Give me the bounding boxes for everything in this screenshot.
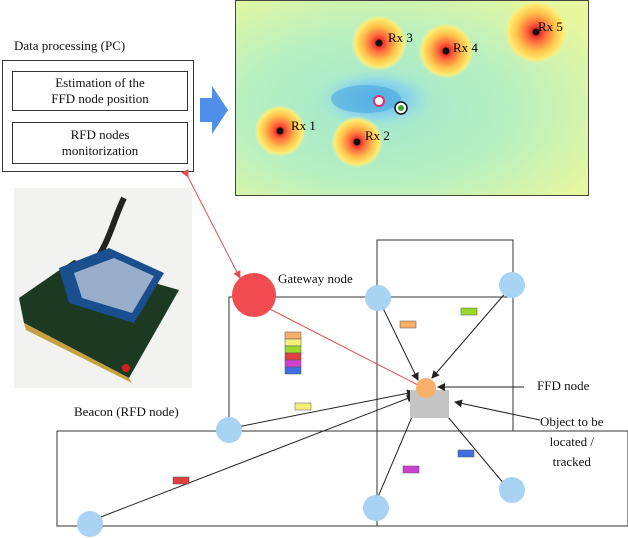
rfd-monitorization-line-2: monitorization — [61, 143, 139, 158]
gateway-node — [232, 273, 276, 317]
rfd-stack-1 — [284, 331, 302, 340]
rfd-monitorization-step: RFD nodes monitorization — [12, 122, 188, 164]
gateway-label: Gateway node — [278, 271, 353, 286]
pcb-led — [122, 364, 130, 372]
object-label-arrow — [454, 399, 541, 421]
object-label-line-3: tracked — [552, 454, 591, 469]
pc-processing-box: Estimation of the FFD node position RFD … — [2, 60, 194, 172]
room-outline-lower — [56, 430, 628, 527]
rx2-dot — [353, 138, 361, 146]
ffd-gateway-link — [251, 297, 419, 386]
localization-heatmap: Rx 1 Rx 2 Rx 3 Rx 4 Rx 5 — [235, 0, 589, 196]
rfd-stack-5 — [284, 359, 302, 368]
rfd-tag-green — [460, 307, 478, 316]
rfd-tag-blue — [457, 449, 475, 458]
beacon-arrow-2 — [431, 289, 509, 379]
beacon-node-6 — [499, 477, 525, 503]
rx4-label: Rx 4 — [453, 40, 478, 55]
beacon-node-4 — [77, 511, 103, 537]
position-estimation-line-1: Estimation of the — [55, 75, 145, 90]
rfd-tag-magenta — [402, 465, 420, 474]
position-estimation-line-2: FFD node position — [51, 91, 149, 106]
right-arrow-icon — [200, 86, 228, 134]
rx4-dot — [442, 47, 450, 55]
beacon-arrow-3 — [231, 389, 415, 429]
rx2-label: Rx 2 — [365, 128, 390, 143]
rx1-label: Rx 1 — [291, 118, 316, 133]
beacon-node-3 — [216, 417, 242, 443]
position-estimation-step: Estimation of the FFD node position — [12, 71, 188, 111]
object-label-line-1: Object to be — [540, 414, 604, 429]
beacon-node-1 — [365, 285, 391, 311]
rfd-stack-2 — [284, 338, 302, 347]
beacon-node-2 — [499, 272, 525, 298]
beacon-arrow-4 — [92, 394, 415, 521]
object-label: Object to be located / tracked — [540, 412, 604, 472]
rfd-stack-6 — [284, 366, 302, 375]
real-position-dot — [398, 105, 404, 111]
object-label-line-2: located / — [549, 434, 594, 449]
ffd-node — [416, 378, 436, 398]
ffd-label: FFD node — [537, 378, 590, 393]
rfd-monitorization-line-1: RFD nodes — [70, 127, 130, 142]
heatmap-svg: Rx 1 Rx 2 Rx 3 Rx 4 Rx 5 — [236, 1, 588, 195]
node-hardware-photo — [14, 188, 192, 388]
hardware-svg — [19, 196, 179, 383]
pc-gateway-link — [181, 168, 241, 279]
rx5-dot — [532, 28, 540, 36]
rfd-stack-3 — [284, 345, 302, 354]
rx3-label: Rx 3 — [388, 30, 413, 45]
room-outline-upper — [228, 296, 514, 432]
beacon-node-5 — [363, 495, 389, 521]
rfd-tag-red — [172, 476, 190, 485]
rx3-dot — [375, 39, 383, 47]
min-error-region — [331, 85, 401, 113]
rfd-tag-yellow — [294, 402, 312, 411]
beacon-arrow-1 — [379, 301, 419, 381]
rx1-dot — [276, 127, 284, 135]
rfd-stack-4 — [284, 352, 302, 361]
pcb-pins — [24, 323, 132, 383]
rfd-tag-orange — [399, 320, 417, 329]
estimated-position-icon — [373, 95, 385, 107]
beacon-label: Beacon (RFD node) — [74, 404, 179, 419]
rx5-label: Rx 5 — [538, 19, 563, 34]
pc-title: Data processing (PC) — [14, 38, 126, 53]
module-shield — [74, 258, 154, 313]
